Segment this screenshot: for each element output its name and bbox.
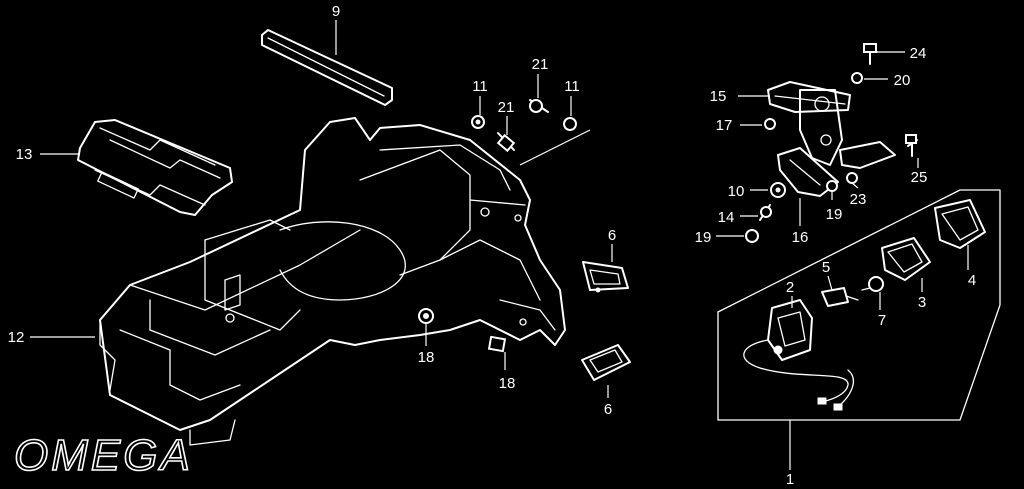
taillight-harness [743,339,854,411]
callout-9: 9 [332,3,340,20]
callout-18-upper: 18 [418,349,435,366]
callout-12: 12 [8,329,25,346]
callout-2: 2 [786,279,794,296]
callout-11-left: 11 [472,78,488,95]
omega-logo: OMEGA [14,431,193,480]
callout-11-right: 11 [564,78,580,95]
callout-7: 7 [878,312,886,329]
part-13-cover [77,119,233,216]
callout-4: 4 [968,272,976,289]
callout-15: 15 [710,88,727,105]
callout-17: 17 [716,117,733,134]
fasteners-center [418,99,577,353]
callout-21-lower: 21 [498,99,515,116]
part-6-reflector-lower [581,344,631,381]
part-2-housing [767,299,813,361]
callout-25: 25 [911,169,928,186]
callout-18-lower: 18 [499,375,516,392]
part-9-band [261,29,393,106]
callout-20: 20 [894,72,911,89]
callout-19-left: 19 [695,229,712,246]
part-4-lens-outer [934,199,986,249]
leader-lines [30,20,969,470]
part-5-socket [821,287,859,307]
callout-3: 3 [918,294,926,311]
callout-21-top: 21 [532,56,549,73]
part-3-lens-inner [881,237,931,281]
callout-5: 5 [822,259,830,276]
part-6-reflector-upper [582,261,629,293]
callout-23: 23 [850,191,867,208]
callout-6-upper: 6 [608,227,616,244]
callout-13: 13 [16,146,33,163]
callout-10: 10 [728,183,745,200]
callout-16: 16 [792,229,809,246]
callout-19-right: 19 [826,206,843,223]
part-12-rear-fender [99,117,566,446]
callout-labels: 9 13 12 11 21 21 11 6 6 18 18 15 17 10 1… [8,3,977,488]
callout-1: 1 [786,471,794,488]
part-7-bulb [861,276,884,292]
callout-14: 14 [718,209,735,226]
callout-6-lower: 6 [604,401,612,418]
callout-24: 24 [910,45,927,62]
taillight-assembly-box [717,189,1001,421]
